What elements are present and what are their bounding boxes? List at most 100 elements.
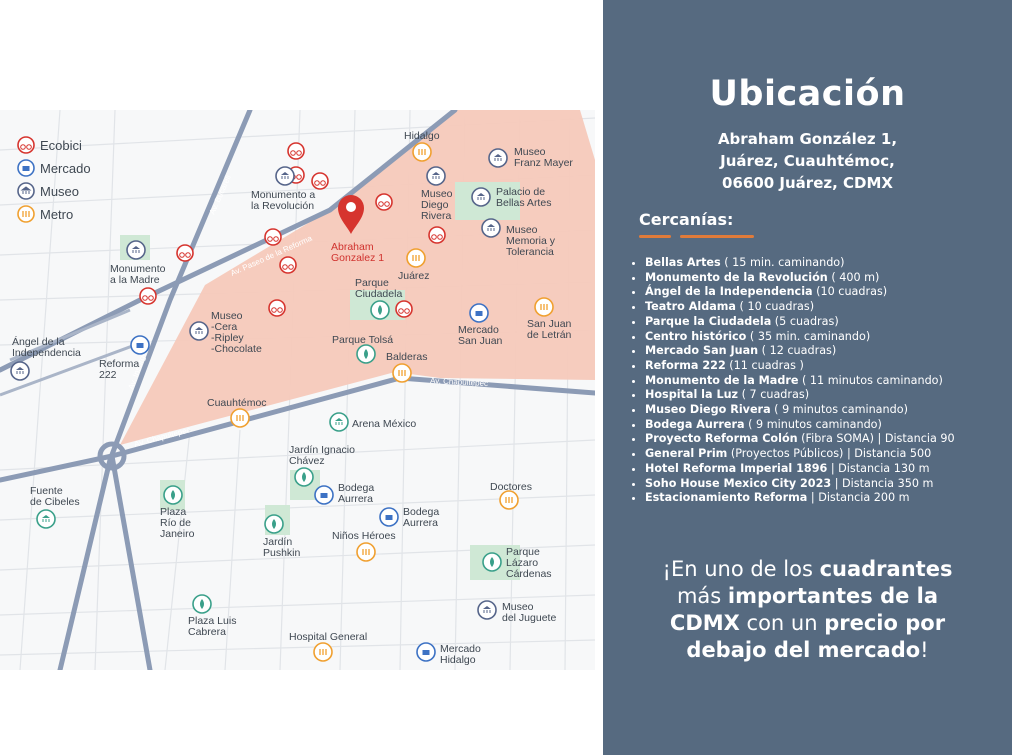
museo-icon [471, 187, 491, 207]
address-line-3: 06600 Juárez, CDMX [722, 174, 893, 192]
address-line-2: Juárez, Cuauhtémoc, [720, 152, 895, 170]
ecobici-icon [311, 172, 329, 190]
museo-icon [481, 218, 501, 238]
svg-text:Balderas: Balderas [386, 351, 427, 363]
panel-title: Ubicación [709, 74, 906, 114]
list-item: Ángel de la Independencia (10 cuadras) [645, 285, 955, 300]
list-item: Museo Diego Rivera ( 9 minutos caminando… [645, 403, 955, 418]
list-item: Estacionamiento Reforma | Distancia 200 … [645, 491, 955, 506]
svg-text:Parque Tolsá: Parque Tolsá [332, 334, 393, 346]
list-item: Monumento de la Madre ( 11 minutos camin… [645, 374, 955, 389]
metro-icon [356, 542, 376, 562]
location-pin-icon[interactable] [338, 195, 364, 234]
legend-metro: Metro [40, 207, 73, 222]
list-item: General Prim (Proyectos Públicos) | Dist… [645, 447, 955, 462]
ecobici-markers [139, 142, 446, 318]
parque-icon [264, 514, 284, 534]
museo-icon [189, 321, 209, 341]
list-item: Mercado San Juan ( 12 cuadras) [645, 344, 955, 359]
parque-icon [192, 594, 212, 614]
poi-markers [10, 142, 554, 662]
list-item: Teatro Aldama ( 10 cuadras) [645, 300, 955, 315]
metro-icon [412, 142, 432, 162]
metro-icon [230, 408, 250, 428]
museo-icon [36, 509, 56, 529]
legend-museo: Museo [40, 184, 79, 199]
map-legend: Ecobici Mercado Museo Metro [17, 136, 91, 223]
svg-text:Monumento ala Revolución: Monumento ala Revolución [251, 189, 315, 212]
ecobici-icon [395, 300, 413, 318]
heading-underline [639, 235, 671, 238]
list-item: Proyecto Reforma Colón (Fibra SOMA) | Di… [645, 432, 955, 447]
ecobici-icon [139, 287, 157, 305]
legend-ecobici: Ecobici [40, 138, 82, 153]
heading-underline [680, 235, 754, 238]
ecobici-icon [17, 136, 35, 154]
svg-text:Cuauhtémoc: Cuauhtémoc [207, 397, 267, 409]
mercado-icon [379, 507, 399, 527]
street-chapultepec-label: Av. Chapultepec [430, 376, 488, 388]
list-item: Reforma 222 (11 cuadras ) [645, 359, 955, 374]
svg-text:Niños Héroes: Niños Héroes [332, 530, 396, 542]
museo-icon [275, 166, 295, 186]
ecobici-icon [268, 299, 286, 317]
mercado-icon [17, 159, 35, 177]
museo-icon [126, 240, 146, 260]
nearby-list: Bellas Artes ( 15 min. caminando) Monume… [627, 256, 955, 506]
list-item: Bellas Artes ( 15 min. caminando) [645, 256, 955, 271]
ecobici-icon [375, 193, 393, 211]
museo-icon [477, 600, 497, 620]
mercado-icon [416, 642, 436, 662]
list-item: Hotel Reforma Imperial 1896 | Distancia … [645, 462, 955, 477]
parque-icon [356, 344, 376, 364]
mercado-icon [314, 485, 334, 505]
list-item: Parque la Ciudadela (5 cuadras) [645, 315, 955, 330]
svg-text:Museo-Cera-Ripley-Chocolate: Museo-Cera-Ripley-Chocolate [211, 310, 262, 355]
address-line-1: Abraham González 1, [717, 130, 898, 148]
ecobici-icon [428, 226, 446, 244]
museo-icon [17, 182, 35, 200]
parque-icon [294, 467, 314, 487]
ecobici-icon [176, 244, 194, 262]
parque-icon [370, 300, 390, 320]
ecobici-icon [279, 256, 297, 274]
label-hidalgo: Hidalgo [404, 130, 440, 142]
museo-icon [426, 166, 446, 186]
svg-text:Hidalgo: Hidalgo [404, 130, 440, 142]
svg-text:Doctores: Doctores [490, 481, 532, 493]
ecobici-icon [264, 228, 282, 246]
list-item: Hospital la Luz ( 7 cuadras) [645, 388, 955, 403]
museo-icon [10, 361, 30, 381]
mercado-icon [469, 303, 489, 323]
metro-icon [406, 248, 426, 268]
museo-icon [329, 412, 349, 432]
metro-icon [17, 205, 35, 223]
mercado-icon [130, 335, 150, 355]
parque-icon [163, 485, 183, 505]
parque-icon [482, 552, 502, 572]
info-panel: Ubicación Abraham González 1, Juárez, Cu… [603, 0, 1012, 755]
svg-text:Arena México: Arena México [352, 418, 416, 430]
svg-text:Juárez: Juárez [398, 270, 430, 282]
metro-icon [499, 490, 519, 510]
legend-mercado: Mercado [40, 161, 91, 176]
list-item: Centro histórico ( 35 min. caminando) [645, 330, 955, 345]
location-map[interactable]: Av. Paseo de la Reforma Av. Bucareli Av.… [0, 0, 603, 755]
metro-icon [534, 297, 554, 317]
